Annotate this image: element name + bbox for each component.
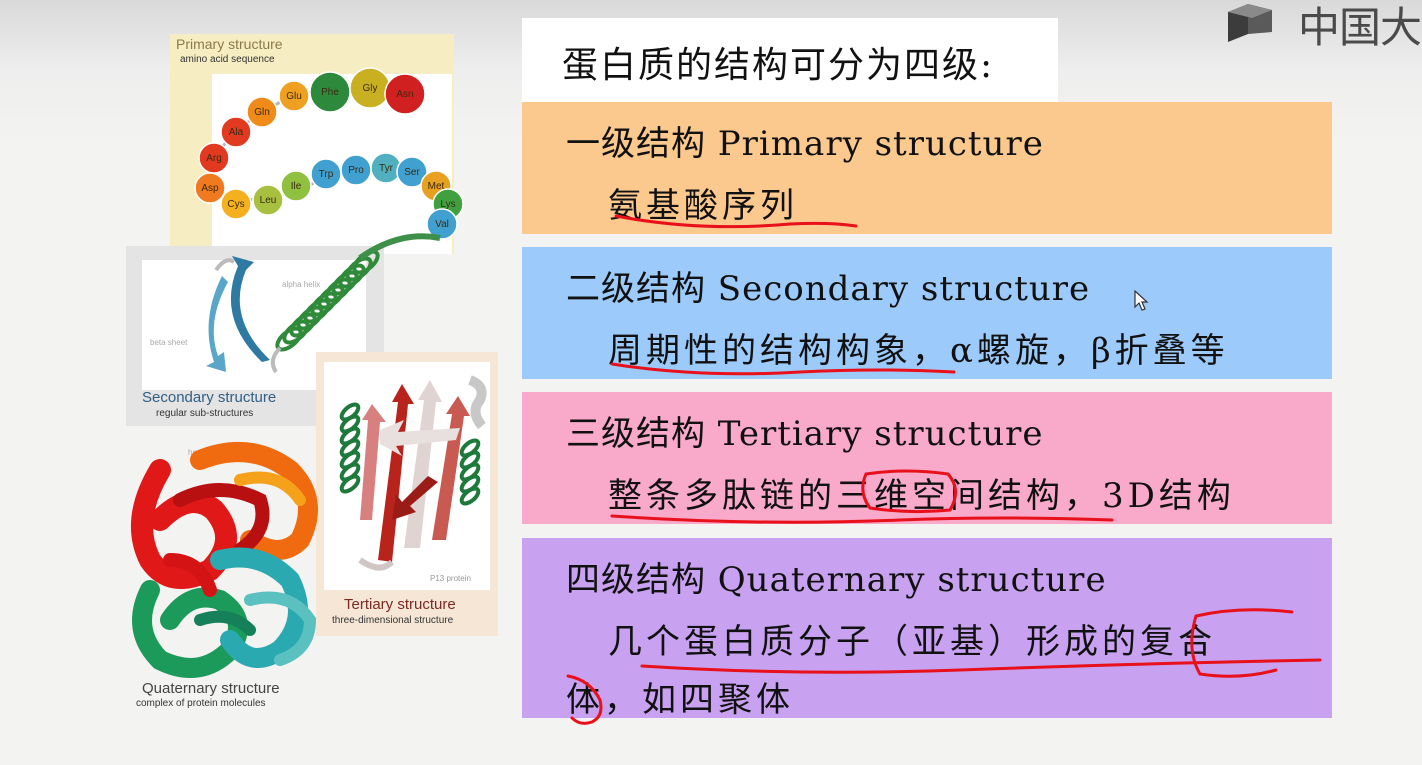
beta-sheet-label: beta sheet <box>150 338 188 347</box>
level-description-continued: 体，如四聚体 <box>566 680 794 720</box>
level-description: 几个蛋白质分子（亚基）形成的复合 <box>608 622 1216 662</box>
level-description: 整条多肽链的三维空间结构，3D结构 <box>608 476 1235 516</box>
mooc-logo-icon <box>1228 4 1272 42</box>
mouse-pointer-icon <box>1134 290 1149 311</box>
quaternary-structure-title: Quaternary structure <box>142 680 280 697</box>
tertiary-structure-canvas <box>324 362 490 590</box>
watermark: 中国大 <box>1228 0 1422 52</box>
secondary-structure-subtitle: regular sub-structures <box>156 408 254 419</box>
level-description: 周期性的结构构象，α螺旋，β折叠等 <box>608 331 1229 371</box>
slide-title: 蛋白质的结构可分为四级: <box>562 45 995 86</box>
quaternary-structure-subtitle: complex of protein molecules <box>136 698 266 709</box>
level-heading: 四级结构 Quaternary structure <box>566 560 1107 600</box>
level-secondary: 二级结构 Secondary structure 周期性的结构构象，α螺旋，β折… <box>522 247 1332 379</box>
hemoglobin-complex-shape <box>131 442 318 678</box>
primary-structure-subtitle: amino acid sequence <box>180 54 275 65</box>
alpha-helix-label: alpha helix <box>282 280 321 289</box>
p13-protein-label: P13 protein <box>430 574 471 583</box>
tertiary-structure-subtitle: three-dimensional structure <box>332 615 454 626</box>
level-heading: 二级结构 Secondary structure <box>566 269 1091 309</box>
tertiary-structure-panel: P13 protein Tertiary structure three-dim… <box>316 352 498 636</box>
level-heading: 一级结构 Primary structure <box>566 124 1044 164</box>
level-tertiary: 三级结构 Tertiary structure 整条多肽链的三维空间结构，3D结… <box>522 392 1332 524</box>
secondary-structure-title: Secondary structure <box>142 389 277 406</box>
level-primary: 一级结构 Primary structure 氨基酸序列 <box>522 102 1332 234</box>
slide-title-background <box>522 18 1058 102</box>
primary-structure-panel: Primary structure amino acid sequence <box>170 34 454 254</box>
level-description: 氨基酸序列 <box>608 186 798 226</box>
primary-structure-canvas <box>212 74 452 254</box>
hemoglobin-label: hemoglobin <box>188 448 230 457</box>
primary-structure-title: Primary structure <box>176 36 283 52</box>
tertiary-structure-title: Tertiary structure <box>344 596 456 613</box>
level-quaternary: 四级结构 Quaternary structure 几个蛋白质分子（亚基）形成的… <box>522 538 1332 720</box>
level-heading: 三级结构 Tertiary structure <box>566 414 1044 454</box>
watermark-text: 中国大 <box>1298 3 1422 52</box>
